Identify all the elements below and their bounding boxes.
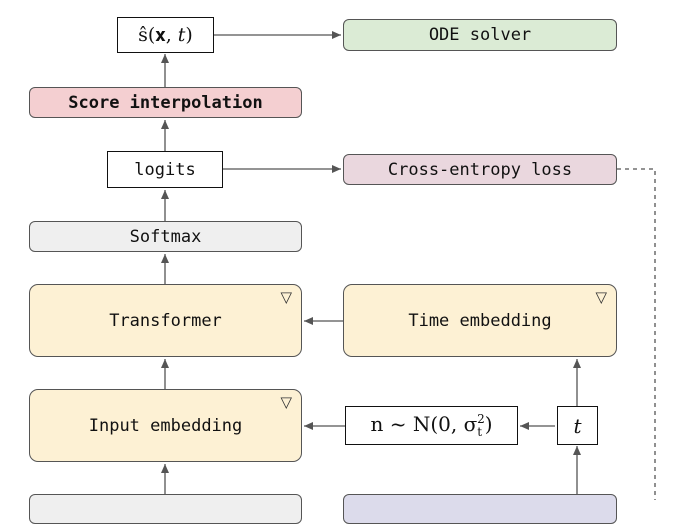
score-output-node: ŝ(𝐱, 𝑡)	[117, 17, 214, 53]
transformer-label: Transformer	[109, 310, 222, 331]
score-interpolation-label: Score interpolation	[68, 92, 263, 113]
score-output-label: ŝ(𝐱, 𝑡)	[138, 24, 193, 46]
noise-subscript: t	[477, 425, 483, 439]
noise-suffix: )	[484, 412, 493, 436]
t-label: 𝑡	[573, 413, 582, 438]
softmax-node: Softmax	[29, 221, 302, 252]
input-embedding-label: Input embedding	[88, 415, 243, 436]
time-embedding-label: Time embedding	[408, 310, 552, 331]
bottom-right-node-partial	[343, 494, 617, 524]
bottom-left-node-partial	[29, 494, 302, 524]
logits-label: logits	[134, 159, 196, 180]
transformer-node: Transformer ▽	[29, 284, 302, 357]
cross-entropy-loss-label: Cross-entropy loss	[387, 159, 573, 180]
trainable-marker-icon: ▽	[595, 288, 607, 306]
noise-node: n ~ N(0, σt2)	[345, 406, 518, 445]
trainable-marker-icon: ▽	[280, 393, 292, 411]
logits-node: logits	[107, 151, 223, 188]
softmax-label: Softmax	[129, 226, 202, 247]
t-node: 𝑡	[557, 406, 598, 445]
score-interpolation-node: Score interpolation	[29, 87, 302, 118]
trainable-marker-icon: ▽	[280, 288, 292, 306]
time-embedding-node: Time embedding ▽	[343, 284, 617, 357]
noise-superscript: 2	[477, 412, 485, 427]
dashed-loss-connector	[617, 168, 656, 500]
ode-solver-label: ODE solver	[428, 25, 532, 45]
input-embedding-node: Input embedding ▽	[29, 389, 302, 462]
noise-formula: n ~ N(0, σt2)	[370, 412, 492, 439]
noise-prefix: n ~ N(0, σ	[370, 412, 478, 436]
cross-entropy-loss-node: Cross-entropy loss	[343, 154, 617, 185]
ode-solver-node: ODE solver	[343, 19, 617, 51]
